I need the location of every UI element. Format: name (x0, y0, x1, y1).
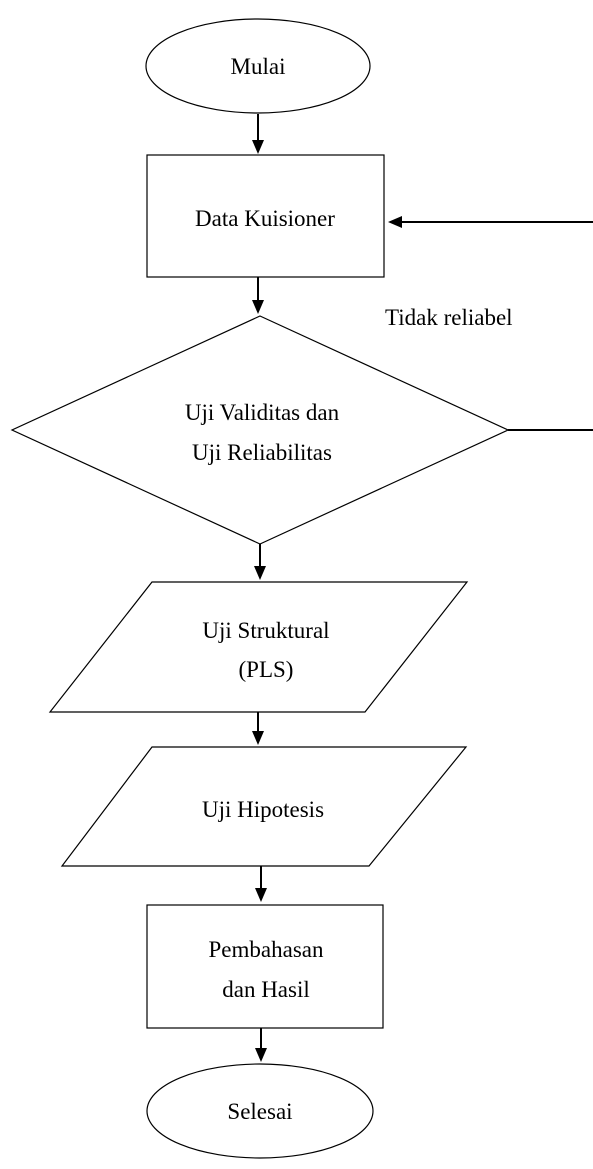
end-node: Selesai (146, 1063, 374, 1159)
feedback-label: Tidak reliabel (385, 305, 513, 330)
arrow-data-to-decision (252, 277, 264, 314)
decision-node: Uji Validitas dan Uji Reliabilitas (10, 315, 510, 545)
arrow-structural-to-hypothesis (252, 712, 264, 745)
start-node: Mulai (145, 18, 371, 114)
feedback-arrow-not-reliable (388, 216, 593, 431)
structural-label-line1: Uji Struktural (202, 618, 329, 643)
hypothesis-test-node: Uji Hipotesis (60, 746, 468, 867)
decision-label-line2: Uji Reliabilitas (192, 440, 332, 465)
start-label: Mulai (231, 54, 286, 79)
discussion-label-line2: dan Hasil (222, 977, 310, 1002)
data-kuisioner-label: Data Kuisioner (195, 206, 335, 231)
end-label: Selesai (227, 1099, 292, 1124)
arrow-decision-to-structural (254, 544, 266, 580)
arrow-start-to-data (252, 114, 264, 154)
structural-test-node: Uji Struktural (PLS) (48, 581, 469, 713)
data-kuisioner-node: Data Kuisioner (146, 154, 385, 278)
arrow-discussion-to-end (255, 1028, 267, 1062)
structural-label-line2: (PLS) (239, 657, 294, 682)
discussion-label-line1: Pembahasan (209, 937, 324, 962)
arrow-hypothesis-to-discussion (255, 866, 267, 902)
hypothesis-label: Uji Hipotesis (202, 797, 324, 822)
discussion-results-node: Pembahasan dan Hasil (146, 904, 384, 1029)
decision-label-line1: Uji Validitas dan (185, 400, 340, 425)
